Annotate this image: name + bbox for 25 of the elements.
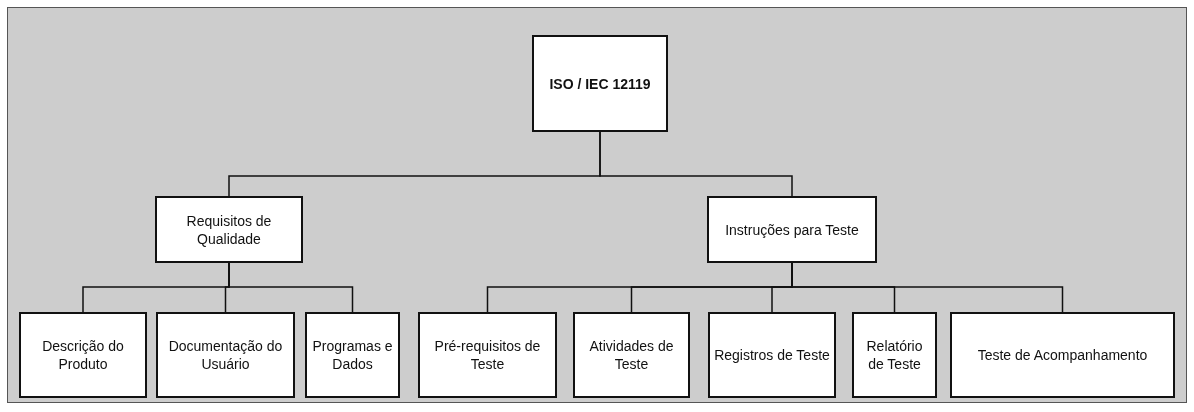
text-box <box>156 312 295 398</box>
text-box <box>155 196 303 263</box>
box-label: Pré-requisitos de Teste <box>433 337 542 373</box>
connector-line <box>791 262 1064 313</box>
box-label: Instruções para Teste <box>725 220 859 239</box>
box-label: Requisitos de Qualidade <box>185 211 273 248</box>
text-box <box>532 35 668 132</box>
text-box <box>708 312 836 398</box>
box-label: Programas e Dados <box>311 337 394 373</box>
text-box <box>19 312 147 398</box>
text-box <box>950 312 1175 398</box>
connector-line <box>228 262 354 313</box>
text-box <box>707 196 877 263</box>
text-box <box>418 312 557 398</box>
box-label: Descrição do Produto <box>41 337 125 373</box>
text-box <box>305 312 400 398</box>
box-label: Relatório de Teste <box>865 337 924 373</box>
title-text: ISO / IEC 12119 <box>549 74 651 93</box>
box-label: Documentação do Usuário <box>167 337 284 373</box>
box-label: Teste de Acompanhamento <box>977 346 1148 364</box>
box-label: Atividades de Teste <box>588 337 675 373</box>
text-box <box>573 312 690 398</box>
text-box <box>852 312 937 398</box>
box-label: Registros de Teste <box>714 346 830 364</box>
connector-line <box>599 131 793 197</box>
